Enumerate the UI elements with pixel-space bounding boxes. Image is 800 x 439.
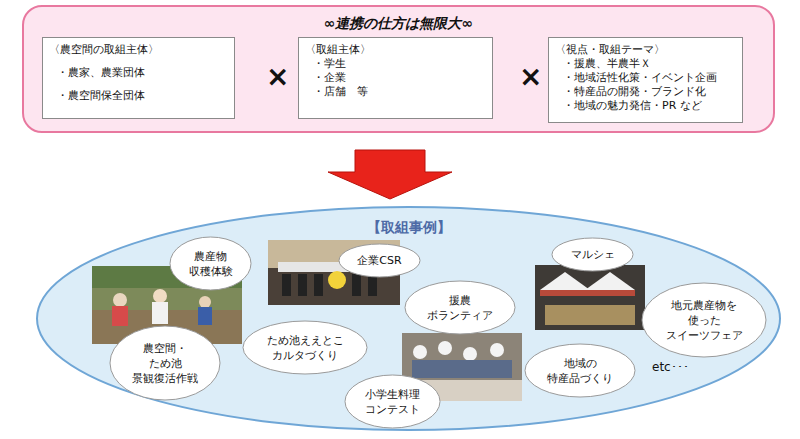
example-bubble: 地元農産物を 使った スイーツフェア	[641, 282, 767, 358]
example-bubble: ため池ええとこ カルタづくり	[242, 320, 368, 375]
ellipse-shape	[405, 281, 515, 334]
body-text: ・学生	[305, 57, 484, 71]
bubble-label: 企業CSR	[357, 253, 401, 268]
photo-harvest	[92, 266, 242, 344]
heading-text: 〈視点・取組テーマ〉	[555, 43, 734, 57]
ellipse-outline	[344, 374, 441, 429]
bubble-text-wrap: マルシェ	[571, 247, 615, 262]
outer-panel: ∞連携の仕方は無限大∞〈農空間の取組主体〉・農家、農業団体・農空間保全団体〈取組…	[22, 5, 775, 133]
bubble-label: 地域の 特産品づくり	[547, 356, 613, 386]
subject-box: 〈取組主体〉・学生・企業・店舗 等	[298, 37, 493, 119]
photo-cooking	[402, 333, 522, 401]
body-text: ・地域活性化策・イベント企画	[555, 71, 734, 85]
heading-text: ∞連携の仕方は無限大∞	[24, 7, 773, 33]
bubble-label: 農産物 収穫体験	[189, 249, 233, 279]
ellipse-outline	[169, 236, 252, 291]
example-bubble: 企業CSR	[338, 243, 421, 278]
bubble-label: 農空間・ため池 景観復活作戦	[132, 341, 198, 386]
bubble-label: マルシェ	[571, 247, 615, 262]
bubble-text-wrap: 小学生料理 コンテスト	[365, 387, 420, 417]
multiply-sign: ×	[266, 60, 289, 93]
note-text: etc･･･	[652, 360, 689, 374]
heading-text: 〈取組主体〉	[305, 43, 484, 57]
ellipse-shape	[525, 344, 635, 397]
ellipse-shape	[170, 237, 251, 290]
bubble-text-wrap: 地元農産物を 使った スイーツフェア	[666, 298, 743, 343]
example-bubble: 農産物 収穫体験	[169, 236, 252, 291]
ellipse-shape	[345, 375, 440, 428]
example-bubble: 小学生料理 コンテスト	[344, 374, 441, 429]
body-text: ・店舗 等	[305, 85, 484, 99]
ellipse-shape	[552, 238, 633, 271]
example-bubble: 地域の 特産品づくり	[524, 343, 636, 398]
heading-text: 【取組事例】	[35, 205, 782, 237]
bubble-text-wrap: 援農 ボランティア	[427, 293, 493, 323]
bubble-label: 援農 ボランティア	[427, 293, 493, 323]
example-bubble: 援農 ボランティア	[404, 280, 516, 335]
theme-box: 〈視点・取組テーマ〉・援農、半農半Ｘ・地域活性化策・イベント企画・特産品の開発・…	[548, 37, 743, 123]
body-text: ・企業	[305, 71, 484, 85]
body-text: ・地域の魅力発信・PR など	[555, 99, 734, 113]
ellipse-shape	[339, 244, 420, 277]
bubble-label: 小学生料理 コンテスト	[365, 387, 420, 417]
example-bubble: 農空間・ため池 景観復活作戦	[109, 325, 221, 401]
bubble-text-wrap: 地域の 特産品づくり	[547, 356, 613, 386]
ellipse-shape	[642, 283, 766, 357]
ellipse-shape	[110, 326, 220, 400]
bubble-text-wrap: 農産物 収穫体験	[189, 249, 233, 279]
ellipse-outline	[404, 280, 516, 335]
bubble-label: ため池ええとこ カルタづくり	[267, 333, 344, 363]
photo-marche	[535, 265, 645, 330]
down-arrow-shape	[328, 150, 452, 199]
body-text: ・援農、半農半Ｘ	[555, 57, 734, 71]
body-text: ・農家、農業団体	[49, 66, 226, 80]
example-bubble: マルシェ	[551, 237, 634, 272]
heading-text: 〈農空間の取組主体〉	[49, 43, 226, 57]
bubble-text-wrap: 農空間・ため池 景観復活作戦	[132, 341, 198, 386]
multiply-sign: ×	[519, 60, 542, 93]
body-text: ・特産品の開発・ブランド化	[555, 85, 734, 99]
bubble-text-wrap: ため池ええとこ カルタづくり	[267, 333, 344, 363]
subject-box: 〈農空間の取組主体〉・農家、農業団体・農空間保全団体	[42, 37, 235, 119]
bubble-text-wrap: 企業CSR	[357, 253, 401, 268]
ellipse-outline	[524, 343, 636, 398]
ellipse-outline	[242, 320, 368, 375]
bubble-label: 地元農産物を 使った スイーツフェア	[666, 298, 743, 343]
photo-ceremony	[268, 240, 400, 305]
ellipse-shape	[243, 321, 367, 374]
body-text: ・農空間保全団体	[49, 89, 226, 103]
ellipse-shape	[37, 207, 780, 430]
